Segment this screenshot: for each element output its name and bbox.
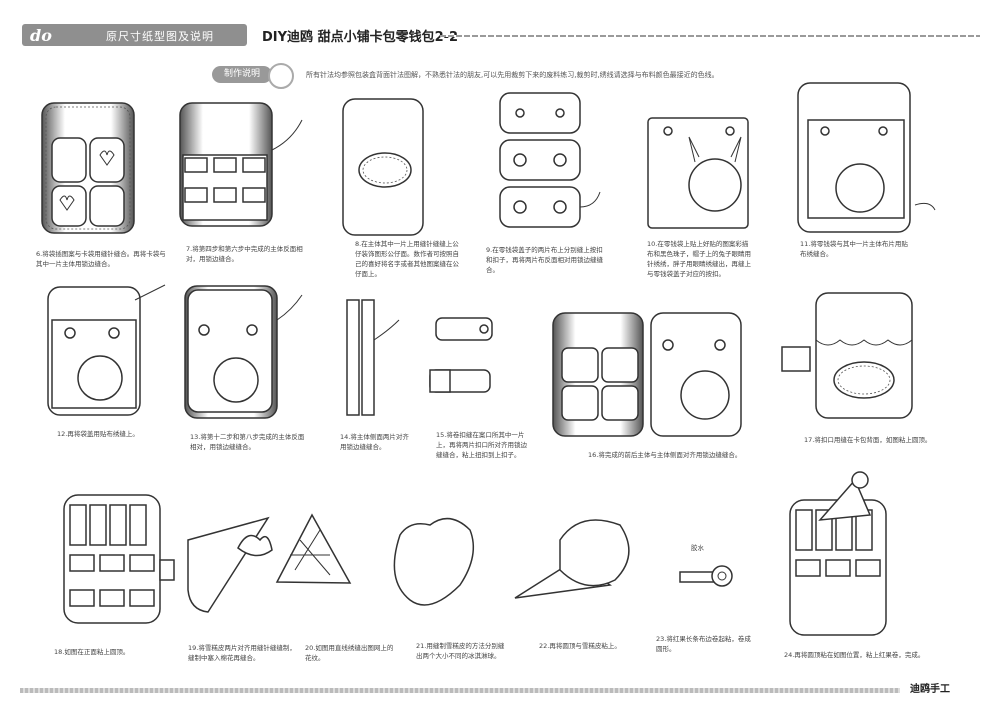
header-bar <box>22 24 247 46</box>
footer-bar <box>20 688 900 693</box>
step-12-caption: 12.再将袋盖用贴布绣缝上。 <box>57 430 139 438</box>
step-20-illustration <box>275 513 352 584</box>
header-divider <box>440 35 980 37</box>
step-10-caption: 10.在零钱袋上贴上好贴的图案彩描布和黑色珠子，帽子上的兔子眼睛用针绣绣，胖子用… <box>647 240 751 278</box>
instruction-badge: 制作说明 <box>212 66 272 83</box>
step-23-caption: 23.将红果长条布边卷起粘，卷成圆形。 <box>656 635 751 653</box>
step-13-illustration <box>184 285 303 419</box>
step-8-caption: 8.在主体其中一片上用缝针缝缝上公仔装饰图形公仔面。数作者可按照自己的喜好将名字… <box>355 240 459 278</box>
step-17-caption: 17.将扣口用缝在卡包背面，如图粘上圆顶。 <box>804 436 932 444</box>
step-14-illustration <box>346 299 400 416</box>
page-title: DIY迪鸥 甜点小铺卡包零钱包2-2 <box>262 30 459 45</box>
step-21-caption: 21.用缝制雪糕皮的方法分别缝出两个大小不同的冰淇淋球。 <box>416 642 505 660</box>
step-11-caption: 11.将零钱袋与其中一片主体布片用贴布绣缝合。 <box>800 240 908 258</box>
step-21-illustration <box>393 517 475 606</box>
step-19-caption: 19.将雪糕皮两片对齐用缝针缝缝制，缝制中塞入棉花再缝合。 <box>188 644 296 662</box>
step-11-illustration <box>797 82 936 233</box>
brand-logo: do <box>30 26 52 45</box>
spiral-icon <box>268 63 294 89</box>
glue-label: 胶水 <box>691 544 704 552</box>
step-9-illustration <box>499 92 601 228</box>
step-12-illustration <box>47 284 166 416</box>
step-15-illustration <box>429 317 493 393</box>
step-15-caption: 15.将卷扣缝在案口所其中一片上，再将两片扣口所对齐用锁边缝缝合，粘上扭扣到上扣… <box>436 431 527 459</box>
step-18-illustration <box>63 494 175 624</box>
step-20-caption: 20.如图用直线绣缝出图网上的花纹。 <box>305 644 394 662</box>
step-7-illustration <box>179 102 303 227</box>
step-23-illustration <box>679 565 733 587</box>
step-7-caption: 7.将第四步和第六步中完成的主体反面相对，用锁边缝合。 <box>186 245 303 263</box>
step-16-illustration <box>552 312 742 437</box>
step-14-caption: 14.将主体侧面两片对齐用锁边缝缝合。 <box>340 433 409 451</box>
step-22-illustration <box>514 519 630 599</box>
step-22-caption: 22.再将圆顶与雪糕皮粘上。 <box>539 642 621 650</box>
step-24-caption: 24.再将圆顶粘在如图位置，粘上红果卷，完成。 <box>784 651 925 659</box>
step-13-caption: 13.将第十二步和第八步完成的主体反面相对，用锁边缝缝合。 <box>190 433 305 451</box>
step-6-caption: 6.将袋插图案与卡袋用缝针缝合。再将卡袋与其中一片主体用锁边缝合。 <box>36 250 166 268</box>
step-18-caption: 18.如图在正面粘上圆顶。 <box>54 648 130 656</box>
step-17-illustration <box>781 292 913 419</box>
step-16-caption: 16.将完成的前后主体与主体侧面对齐用锁边缝缝合。 <box>588 451 742 459</box>
step-8-illustration <box>342 98 424 236</box>
section-title: 原尺寸纸型图及说明 <box>106 30 214 43</box>
step-6-illustration <box>41 102 135 234</box>
intro-text: 所有针法均参照包装盒背面针法图解，不熟悉针法的朋友,可以先用裁剪下来的废料练习,… <box>306 71 719 79</box>
footer-brand: 迪鸥手工 <box>910 684 950 695</box>
step-10-illustration <box>647 117 749 229</box>
step-24-illustration <box>789 471 887 636</box>
step-9-caption: 9.在零钱袋盖子的两片布上分别缝上按扣和扣子，再将两片布反面相对用锁边缝缝合。 <box>486 246 603 274</box>
step-19-illustration <box>187 516 273 613</box>
